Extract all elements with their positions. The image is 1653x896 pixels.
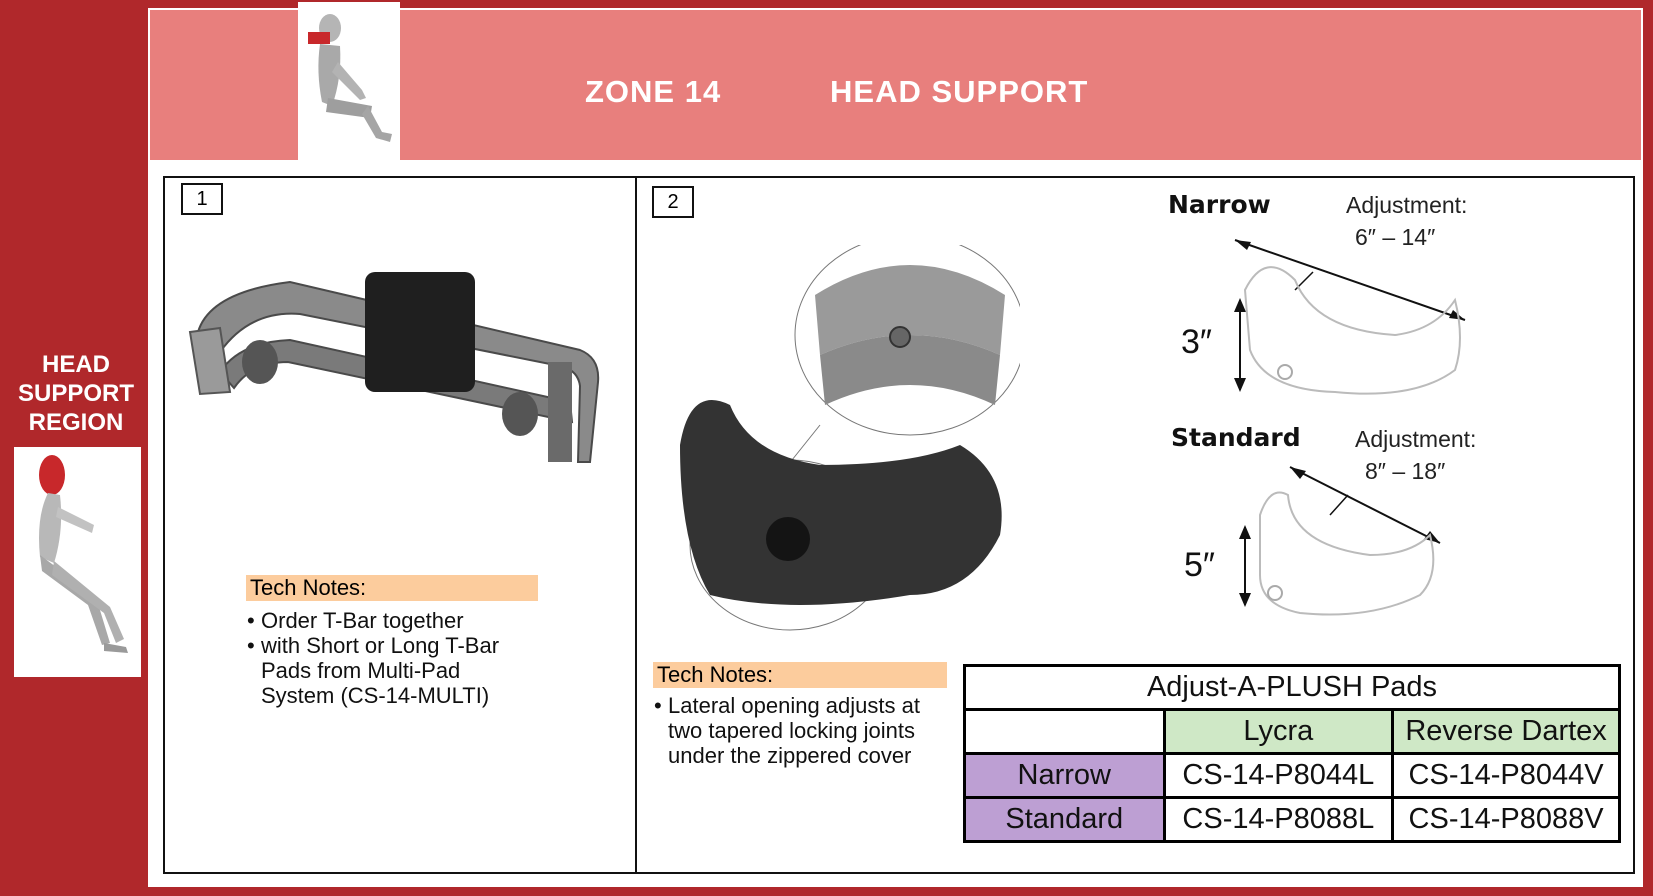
- top-frame-bar: [148, 0, 1653, 8]
- pads-table-row-header: Narrow: [963, 752, 1166, 799]
- standard-adjustment-range: 8″ – 18″: [1365, 458, 1446, 484]
- pads-table-cell: CS-14-P8044V: [1391, 752, 1621, 799]
- region-label-line: SUPPORT: [17, 380, 134, 407]
- panel-2-number: 2: [652, 186, 694, 218]
- pads-table-corner: [963, 708, 1166, 755]
- panel-2-tech-notes-list: Lateral opening adjusts at two tapered l…: [654, 693, 944, 768]
- panel-1-tech-notes-list: Order T-Bar together with Short or Long …: [247, 608, 527, 708]
- panel-divider: [635, 176, 637, 874]
- pads-table-title: Adjust-A-PLUSH Pads: [963, 664, 1621, 711]
- panel-1-number: 1: [181, 183, 223, 215]
- tech-note-item: Order T-Bar together: [247, 608, 527, 633]
- panel-1-tech-notes-heading: Tech Notes:: [246, 575, 538, 601]
- panel-2-tech-notes-heading: Tech Notes:: [653, 662, 947, 688]
- t-bar-hardware-image: [180, 262, 610, 497]
- standard-pad-outline-image: [1220, 455, 1450, 640]
- narrow-dimension-label: Narrow: [1168, 190, 1271, 219]
- pads-table-cell: CS-14-P8088L: [1162, 796, 1395, 843]
- narrow-adjustment-label: Adjustment:: [1346, 192, 1468, 218]
- pads-table-column-header: Reverse Dartex: [1391, 708, 1621, 755]
- zone-label: ZONE 14: [585, 74, 722, 109]
- pads-table-cell: CS-14-P8088V: [1391, 796, 1621, 843]
- region-label-line: REGION: [28, 409, 124, 436]
- adjust-a-plush-pad-image: [670, 234, 1026, 640]
- tech-note-item: Lateral opening adjusts at two tapered l…: [654, 693, 944, 768]
- standard-dimension-label: Standard: [1171, 423, 1301, 452]
- narrow-pad-outline-image: [1215, 230, 1475, 415]
- pads-table-column-header: Lycra: [1162, 708, 1395, 755]
- standard-adjustment-label: Adjustment:: [1355, 426, 1477, 452]
- standard-height-dimension: 5″: [1184, 546, 1215, 584]
- region-label-line: HEAD: [41, 351, 110, 378]
- pads-table-cell: CS-14-P8044L: [1162, 752, 1395, 799]
- region-seated-figure-image: [14, 447, 141, 677]
- right-frame-bar: [1643, 0, 1653, 896]
- region-label: HEAD SUPPORT REGION: [0, 350, 152, 437]
- narrow-height-dimension: 3″: [1181, 323, 1212, 361]
- pads-table: Adjust-A-PLUSH Pads Lycra Reverse Dartex…: [963, 664, 1621, 843]
- header-seated-figure-image: [298, 2, 400, 160]
- tech-note-item: with Short or Long T-Bar Pads from Multi…: [247, 633, 527, 708]
- zone-title: HEAD SUPPORT: [830, 74, 1089, 109]
- bottom-frame-bar: [148, 887, 1653, 896]
- narrow-adjustment-range: 6″ – 14″: [1355, 224, 1436, 250]
- pads-table-row-header: Standard: [963, 796, 1166, 843]
